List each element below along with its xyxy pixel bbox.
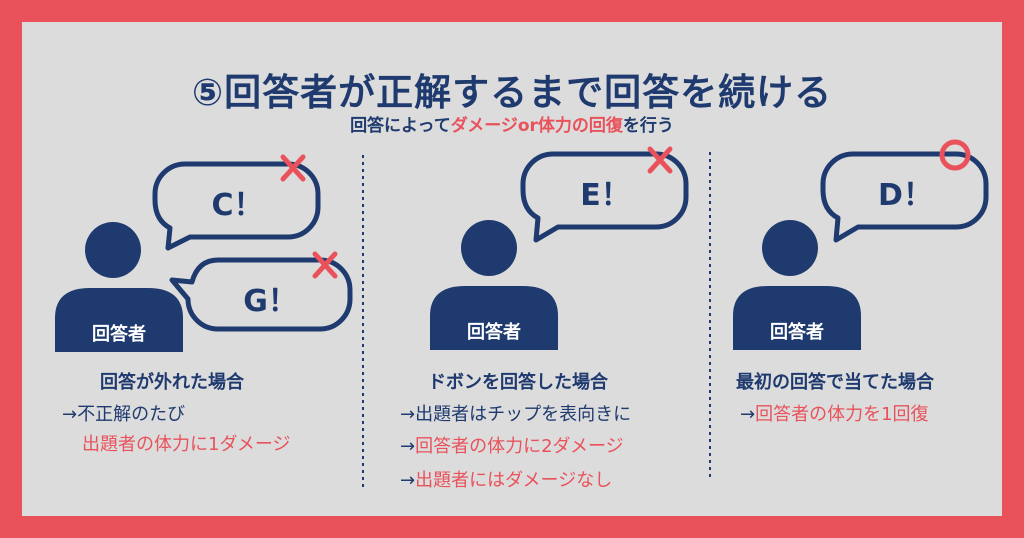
person-label: 回答者 [92, 324, 146, 345]
content-panel [22, 22, 1002, 516]
bubble-text: D！ [878, 178, 933, 213]
case-line: →出題者にはダメージなし [400, 470, 613, 491]
person-body-icon [430, 286, 558, 350]
person-head-icon [762, 220, 818, 276]
case-heading: ドボンを回答した場合 [428, 372, 608, 393]
speech-bubble-e [520, 151, 689, 243]
speech-bubble-g [169, 257, 353, 332]
case-heading: 回答が外れた場合 [100, 372, 244, 393]
case-line: →回答者の体力を1回復 [740, 404, 929, 425]
cross-icon [312, 251, 338, 279]
speech-bubble-d [820, 151, 989, 243]
subtitle-pre: 回答によって [350, 116, 451, 136]
case-line: →回答者の体力に2ダメージ [400, 436, 624, 457]
circle-icon [939, 139, 971, 171]
bubble-text: E！ [580, 178, 631, 213]
case-line: →出題者はチップを表向きに [400, 404, 632, 425]
case-line: 出題者の体力に1ダメージ [82, 434, 291, 455]
person-head-icon [461, 220, 517, 276]
subtitle-post: を行う [622, 116, 674, 136]
case-line: →不正解のたび [62, 404, 186, 425]
page-title: ⑤回答者が正解するまで回答を続ける [191, 71, 833, 114]
cross-icon [280, 154, 306, 182]
person-body-icon [733, 286, 861, 350]
subtitle-highlight: ダメージor体力の回復 [450, 116, 623, 136]
case-heading: 最初の回答で当てた場合 [736, 372, 934, 393]
person-head-icon [85, 222, 141, 278]
bubble-text: G！ [243, 284, 298, 319]
bubble-text: C！ [211, 188, 264, 223]
cross-icon [647, 146, 673, 174]
person-label: 回答者 [467, 322, 521, 343]
subtitle: 回答によってダメージor体力の回復を行う [0, 111, 1024, 136]
speech-bubble-c [152, 161, 321, 251]
person-label: 回答者 [770, 322, 824, 343]
person-body-icon [55, 288, 183, 352]
